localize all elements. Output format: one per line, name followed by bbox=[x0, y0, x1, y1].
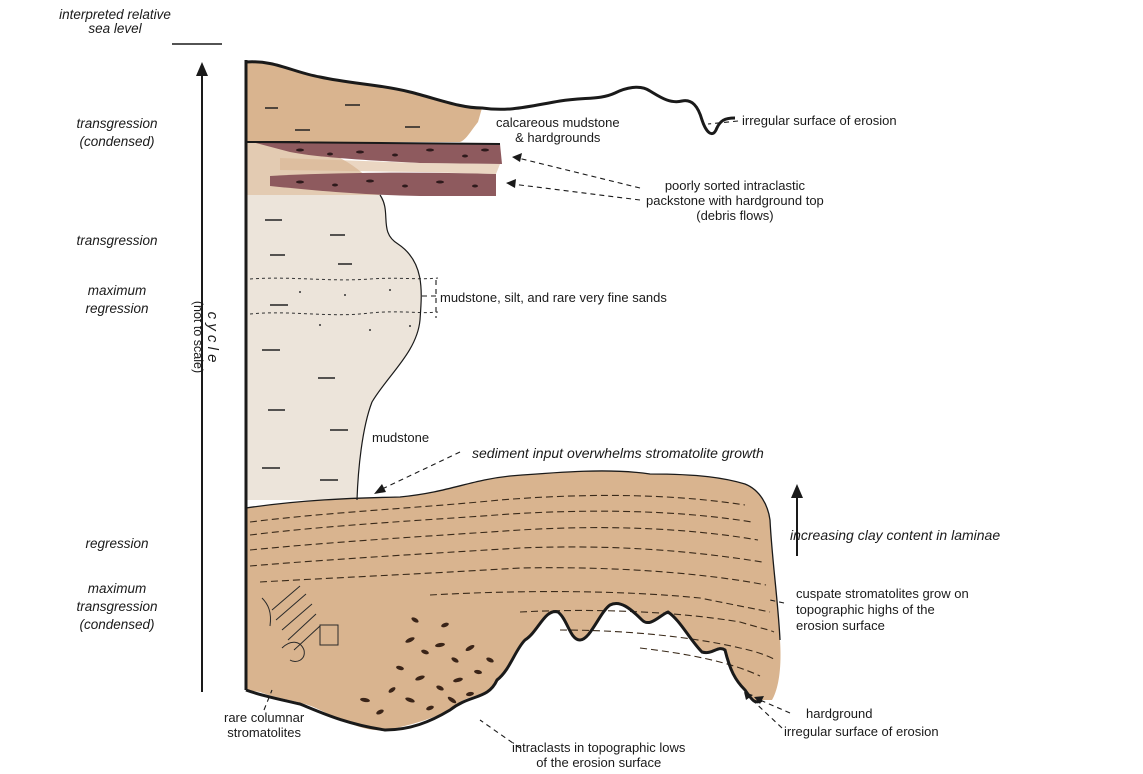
cycle-sublabel: (not to scale) bbox=[190, 272, 205, 402]
annotation-clay-content: increasing clay content in laminae bbox=[790, 528, 1000, 543]
packstone-line1: poorly sorted intraclastic bbox=[646, 178, 824, 193]
cuspate-line1: cuspate stromatolites grow on bbox=[796, 586, 969, 602]
stage-3-line1: maximum bbox=[32, 282, 202, 300]
stage-5-line2: transgression bbox=[32, 598, 202, 616]
axis-title-line2: sea level bbox=[20, 20, 210, 38]
stage-1-line1: transgression bbox=[32, 115, 202, 133]
columnar-line2: stromatolites bbox=[224, 725, 304, 740]
stage-1-line2: (condensed) bbox=[32, 133, 202, 151]
calcareous-line1: calcareous mudstone bbox=[496, 115, 620, 130]
annotation-sediment-input: sediment input overwhelms stromatolite g… bbox=[472, 446, 764, 461]
stage-5-line1: maximum bbox=[32, 580, 202, 598]
axis-title: interpreted relative sea level bbox=[20, 6, 210, 38]
cycle-label-text: c y c l e bbox=[205, 272, 220, 402]
cuspate-line3: erosion surface bbox=[796, 618, 969, 634]
cycle-label: c y c l e (not to scale) bbox=[190, 272, 220, 402]
stage-label-3: maximum regression bbox=[32, 282, 202, 318]
stage-label-1: transgression (condensed) bbox=[32, 115, 202, 151]
stage-label-2: transgression bbox=[32, 232, 202, 250]
annotation-calcareous-mudstone: calcareous mudstone & hardgrounds bbox=[496, 115, 620, 145]
intraclasts-line2: of the erosion surface bbox=[512, 755, 685, 770]
stage-2-line1: transgression bbox=[32, 232, 202, 250]
annotation-packstone: poorly sorted intraclastic packstone wit… bbox=[646, 178, 824, 223]
mudstone-column bbox=[246, 195, 421, 500]
calcareous-line2: & hardgrounds bbox=[496, 130, 620, 145]
stage-label-5: maximum transgression (condensed) bbox=[32, 580, 202, 634]
annotation-mudstone: mudstone bbox=[372, 430, 429, 445]
intraclasts-line1: intraclasts in topographic lows bbox=[512, 740, 685, 755]
annotation-hardground: hardground bbox=[806, 706, 873, 721]
stage-4-line1: regression bbox=[32, 535, 202, 553]
annotation-mudstone-silt: mudstone, silt, and rare very fine sands bbox=[440, 290, 667, 305]
annotation-intraclasts: intraclasts in topographic lows of the e… bbox=[512, 740, 685, 770]
columnar-line1: rare columnar bbox=[224, 710, 304, 725]
annotation-irregular-erosion-bottom: irregular surface of erosion bbox=[784, 724, 939, 739]
packstone-line3: (debris flows) bbox=[646, 208, 824, 223]
annotation-irregular-erosion-top: irregular surface of erosion bbox=[742, 113, 897, 128]
annotation-columnar: rare columnar stromatolites bbox=[224, 710, 304, 740]
cuspate-line2: topographic highs of the bbox=[796, 602, 969, 618]
packstone-line2: packstone with hardground top bbox=[646, 193, 824, 208]
stage-5-line3: (condensed) bbox=[32, 616, 202, 634]
stage-3-line2: regression bbox=[32, 300, 202, 318]
stromatolite-unit bbox=[246, 471, 781, 730]
stage-label-4: regression bbox=[32, 535, 202, 553]
annotation-cuspate: cuspate stromatolites grow on topographi… bbox=[796, 586, 969, 634]
